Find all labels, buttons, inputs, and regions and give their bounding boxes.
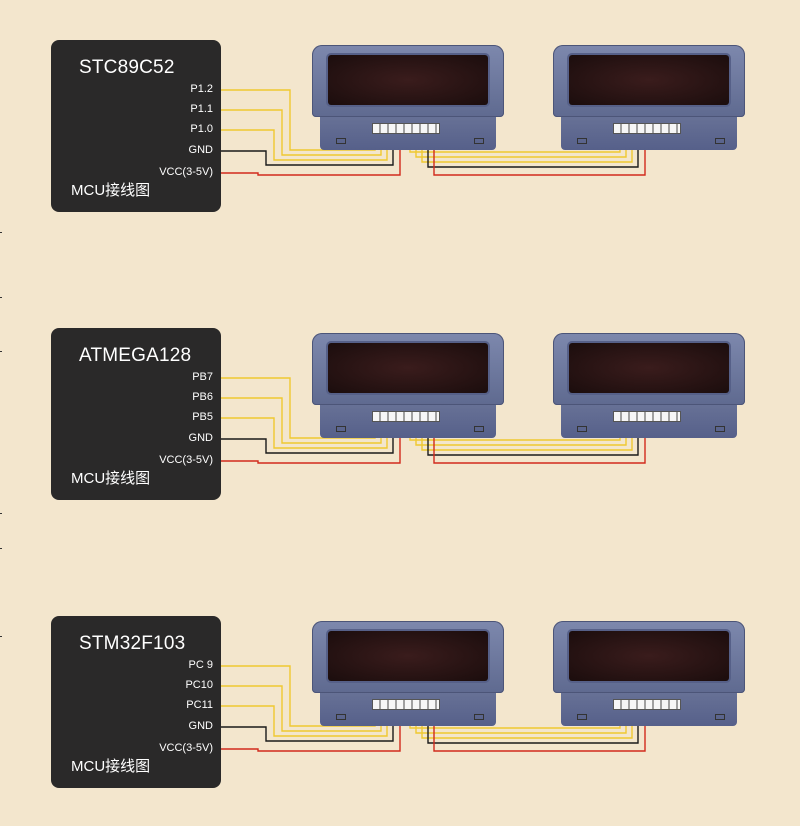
edge-mark bbox=[0, 351, 2, 352]
pin-label: PB5 bbox=[192, 411, 213, 423]
mcu-board: ATMEGA128 PB7 PB6 PB5 GND VCC(3-5V) MCU接… bbox=[51, 328, 221, 500]
module-slot bbox=[474, 714, 484, 720]
module-slot bbox=[336, 714, 346, 720]
module-slot bbox=[474, 426, 484, 432]
module-screen bbox=[328, 631, 488, 681]
pin-label: PB7 bbox=[192, 371, 213, 383]
pin-label-gnd: GND bbox=[188, 432, 213, 444]
display-module-first bbox=[312, 45, 504, 150]
module-connector bbox=[613, 411, 681, 422]
mcu-caption: MCU接线图 bbox=[71, 470, 151, 487]
pin-label: P1.1 bbox=[190, 103, 213, 115]
wire-module-to-module bbox=[427, 135, 639, 168]
module-screen bbox=[328, 343, 488, 393]
edge-mark bbox=[0, 548, 2, 549]
wire-mcu-to-module bbox=[221, 423, 394, 454]
module-frame bbox=[312, 45, 504, 117]
wiring-section-stc89c52: STC89C52 P1.2 P1.1 P1.0 GND VCC(3-5V) MC… bbox=[0, 40, 800, 240]
pin-label-vcc: VCC(3-5V) bbox=[159, 166, 213, 178]
module-slot bbox=[577, 138, 587, 144]
pin-label: PC10 bbox=[185, 679, 213, 691]
wire-module-to-module bbox=[433, 135, 646, 176]
module-connector bbox=[613, 699, 681, 710]
display-module-second bbox=[553, 621, 745, 726]
pin-label: P1.2 bbox=[190, 83, 213, 95]
mcu-board: STM32F103 PC 9 PC10 PC11 GND VCC(3-5V) M… bbox=[51, 616, 221, 788]
pin-label: P1.0 bbox=[190, 123, 213, 135]
module-frame bbox=[553, 45, 745, 117]
module-frame bbox=[553, 621, 745, 693]
module-screen bbox=[569, 343, 729, 393]
mcu-name: ATMEGA128 bbox=[79, 345, 192, 366]
module-slot bbox=[474, 138, 484, 144]
mcu-caption: MCU接线图 bbox=[71, 758, 151, 775]
module-screen bbox=[328, 55, 488, 105]
wire-mcu-to-module bbox=[221, 711, 394, 742]
wire-mcu-to-module bbox=[221, 135, 401, 176]
module-connector bbox=[372, 411, 440, 422]
pin-label-vcc: VCC(3-5V) bbox=[159, 742, 213, 754]
display-module-first bbox=[312, 621, 504, 726]
module-slot bbox=[715, 714, 725, 720]
pin-label: PB6 bbox=[192, 391, 213, 403]
wire-mcu-to-module bbox=[221, 129, 388, 161]
wire-mcu-to-module bbox=[221, 705, 388, 737]
mcu-board: STC89C52 P1.2 P1.1 P1.0 GND VCC(3-5V) MC… bbox=[51, 40, 221, 212]
module-screen bbox=[569, 631, 729, 681]
module-frame bbox=[312, 333, 504, 405]
pin-label-gnd: GND bbox=[188, 720, 213, 732]
display-module-second bbox=[553, 45, 745, 150]
wire-module-to-module bbox=[427, 423, 639, 456]
module-slot bbox=[336, 138, 346, 144]
module-slot bbox=[715, 138, 725, 144]
module-frame bbox=[312, 621, 504, 693]
display-module-first bbox=[312, 333, 504, 438]
module-slot bbox=[715, 426, 725, 432]
pin-label-vcc: VCC(3-5V) bbox=[159, 454, 213, 466]
pin-label: PC 9 bbox=[188, 659, 213, 671]
wire-module-to-module bbox=[427, 711, 639, 744]
wire-module-to-module bbox=[433, 711, 646, 752]
mcu-name: STC89C52 bbox=[79, 57, 175, 78]
wire-mcu-to-module bbox=[221, 417, 388, 449]
module-slot bbox=[577, 714, 587, 720]
edge-mark bbox=[0, 636, 2, 637]
mcu-caption: MCU接线图 bbox=[71, 182, 151, 199]
edge-mark bbox=[0, 297, 2, 298]
wire-mcu-to-module bbox=[221, 423, 401, 464]
module-slot bbox=[577, 426, 587, 432]
wiring-section-atmega128: ATMEGA128 PB7 PB6 PB5 GND VCC(3-5V) MCU接… bbox=[0, 328, 800, 528]
module-frame bbox=[553, 333, 745, 405]
edge-mark bbox=[0, 232, 2, 233]
wiring-section-stm32f103: STM32F103 PC 9 PC10 PC11 GND VCC(3-5V) M… bbox=[0, 616, 800, 816]
wire-mcu-to-module bbox=[221, 711, 401, 752]
pin-label-gnd: GND bbox=[188, 144, 213, 156]
mcu-name: STM32F103 bbox=[79, 633, 186, 654]
module-slot bbox=[336, 426, 346, 432]
module-connector bbox=[372, 123, 440, 134]
wire-mcu-to-module bbox=[221, 135, 394, 166]
pin-label: PC11 bbox=[186, 699, 213, 711]
wire-module-to-module bbox=[433, 423, 646, 464]
module-screen bbox=[569, 55, 729, 105]
module-connector bbox=[372, 699, 440, 710]
module-connector bbox=[613, 123, 681, 134]
edge-mark bbox=[0, 513, 2, 514]
display-module-second bbox=[553, 333, 745, 438]
